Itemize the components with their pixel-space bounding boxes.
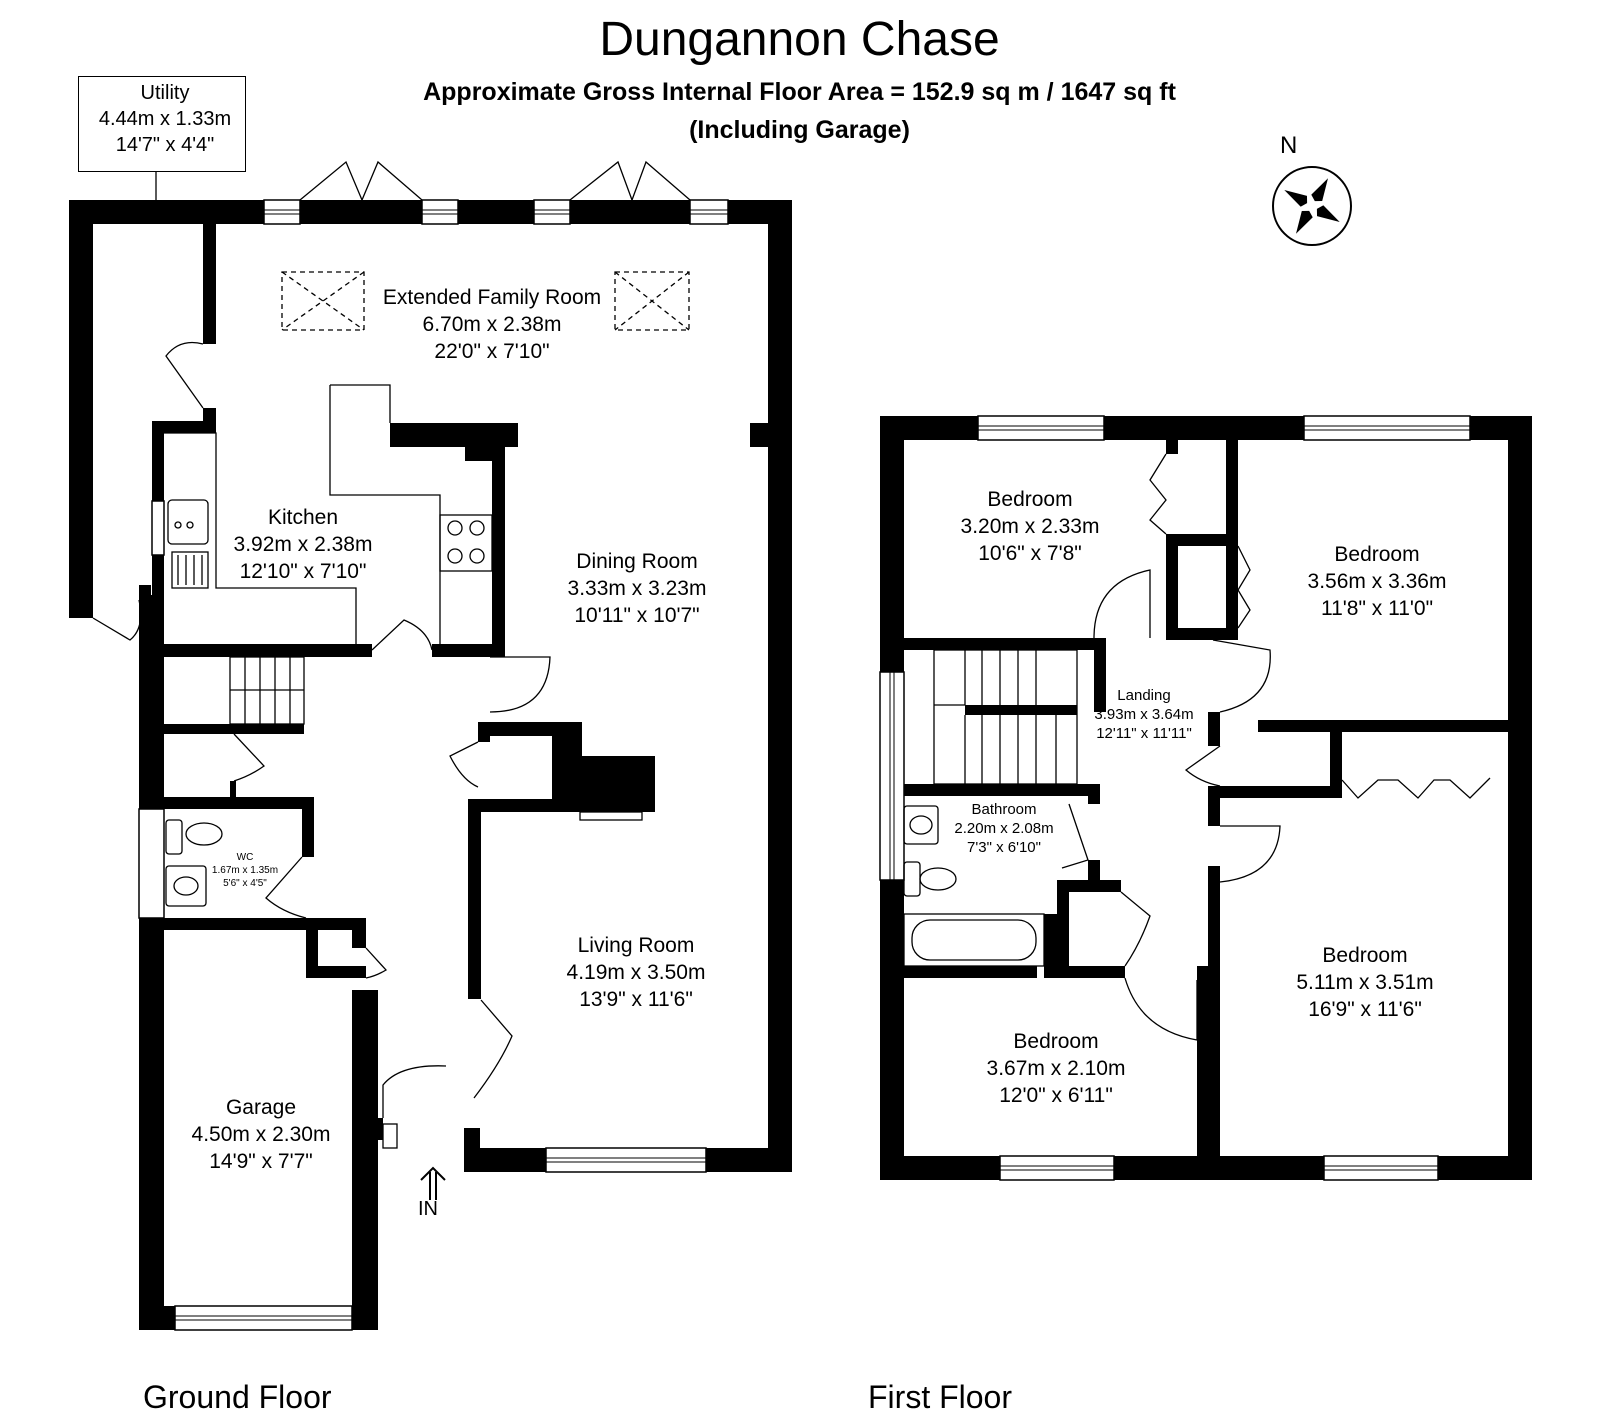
room-imperial: 14'9" x 7'7" [209, 1150, 313, 1173]
floor-label-ground: Ground Floor [143, 1379, 332, 1415]
windows [138, 199, 1471, 1331]
room-imperial: 5'6" x 4'5" [223, 878, 267, 889]
room-metric: 3.20m x 2.33m [960, 515, 1100, 538]
walls [69, 200, 1532, 1330]
room-bedroom-1: Bedroom 3.20m x 2.33m 10'6" x 7'8" [961, 486, 1100, 567]
room-imperial: 10'11" x 10'7" [574, 604, 700, 627]
room-metric: 3.93m x 3.64m [1094, 706, 1194, 723]
floor-label-first: First Floor [868, 1379, 1012, 1415]
utility-north-wall [69, 200, 264, 224]
door-swings [92, 160, 1491, 1118]
room-metric: 6.70m x 2.38m [422, 313, 562, 336]
room-name: WC [236, 852, 254, 863]
room-metric: 2.20m x 2.08m [954, 820, 1054, 837]
room-name: Bedroom [1334, 543, 1420, 566]
room-metric: 3.56m x 3.36m [1307, 570, 1447, 593]
utility-east-wall [203, 224, 216, 344]
room-kitchen: Kitchen 3.92m x 2.38m 12'10" x 7'10" [234, 504, 373, 585]
room-bedroom-3: Bedroom 5.11m x 3.51m 16'9" x 11'6" [1296, 942, 1433, 1023]
utility-label-box [78, 76, 246, 172]
compass-north-label: N [1280, 132, 1298, 159]
room-metric: 3.33m x 3.23m [567, 577, 707, 600]
room-name: Bedroom [987, 488, 1073, 511]
room-metric: 3.67m x 2.10m [986, 1057, 1126, 1080]
room-imperial: 16'9" x 11'6" [1308, 998, 1422, 1021]
kitchen-fixtures [155, 172, 1045, 1149]
room-imperial: 11'8" x 11'0" [1320, 597, 1434, 620]
utility-west-wall [69, 200, 93, 618]
room-imperial: 12'10" x 7'10" [239, 560, 367, 583]
room-name: Dining Room [576, 550, 698, 573]
entrance-arrow-icon [420, 1166, 446, 1200]
room-bedroom-2: Bedroom 3.56m x 3.36m 11'8" x 11'0" [1308, 541, 1447, 622]
floor-area-summary: Approximate Gross Internal Floor Area = … [423, 78, 1176, 106]
room-name: Extended Family Room [382, 286, 602, 309]
room-garage: Garage 4.50m x 2.30m 14'9" x 7'7" [192, 1094, 331, 1175]
room-imperial: 7'3" x 6'10" [967, 839, 1041, 856]
room-imperial: 10'6" x 7'8" [978, 542, 1082, 565]
room-metric: 5.11m x 3.51m [1296, 971, 1434, 994]
room-name: Kitchen [267, 506, 339, 529]
window-lines [175, 209, 1470, 1321]
stairs [229, 649, 1078, 785]
room-imperial: 14'7" x 4'4" [115, 134, 215, 156]
room-metric: 4.19m x 3.50m [566, 961, 706, 984]
room-name: Bathroom [971, 801, 1037, 818]
room-name: Living Room [577, 934, 695, 957]
room-metric: 4.44m x 1.33m [98, 108, 232, 130]
compass-icon [1272, 166, 1352, 246]
room-name: Utility [140, 82, 190, 104]
room-name: Bedroom [1013, 1030, 1099, 1053]
room-utility: Utility 4.44m x 1.33m 14'7" x 4'4" [99, 80, 231, 158]
floor-area-note: (Including Garage) [689, 116, 910, 144]
room-metric: 1.67m x 1.35m [211, 865, 279, 876]
room-imperial: 13'9" x 11'6" [579, 988, 693, 1011]
room-name: Landing [1117, 687, 1171, 704]
room-bedroom-4: Bedroom 3.67m x 2.10m 12'0" x 6'11" [987, 1028, 1126, 1109]
room-metric: 3.92m x 2.38m [233, 533, 373, 556]
room-wc: WC 1.67m x 1.35m 5'6" x 4'5" [212, 851, 278, 890]
room-dining: Dining Room 3.33m x 3.23m 10'11" x 10'7" [568, 548, 707, 629]
page-title: Dungannon Chase [599, 13, 1000, 66]
room-bathroom: Bathroom 2.20m x 2.08m 7'3" x 6'10" [954, 800, 1053, 857]
room-family: Extended Family Room 6.70m x 2.38m 22'0"… [383, 284, 601, 365]
room-landing: Landing 3.93m x 3.64m 12'11" x 11'11" [1094, 686, 1193, 743]
room-name: Garage [225, 1096, 297, 1119]
room-imperial: 12'0" x 6'11" [999, 1084, 1113, 1107]
room-living: Living Room 4.19m x 3.50m 13'9" x 11'6" [567, 932, 706, 1013]
room-imperial: 22'0" x 7'10" [434, 340, 550, 363]
room-imperial: 12'11" x 11'11" [1096, 725, 1192, 742]
room-metric: 4.50m x 2.30m [191, 1123, 331, 1146]
entrance-label: IN [418, 1198, 438, 1220]
room-name: Bedroom [1322, 944, 1408, 967]
